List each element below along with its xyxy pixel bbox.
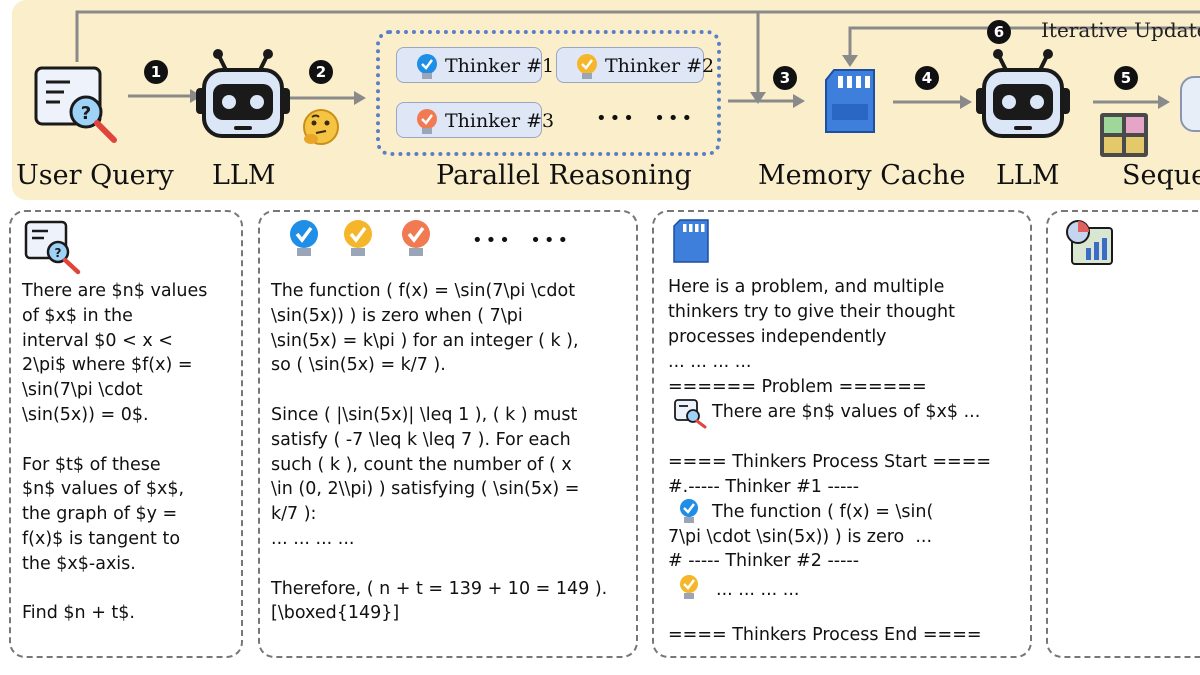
chart-icon (1066, 220, 1113, 265)
query-text-line: f(x)$ is tangent to (22, 529, 181, 549)
query-text-line: the $x$-axis. (22, 553, 136, 574)
query-text-line: \sin(5x)) = 0$. (22, 405, 149, 425)
feedback-loop-arrow (75, 10, 1200, 109)
robot-icon (196, 49, 290, 138)
user-query-label: User Query (16, 160, 174, 191)
reasoning-text-line: \in (0, 2\\pi) ) satisfying ( \sin(5x) = (271, 479, 580, 500)
thinker-1-line-1: The function ( f(x) = \sin( (712, 502, 934, 522)
robot-icon (976, 49, 1070, 138)
thinker-tag-1-label: Thinker #1 (445, 55, 555, 77)
bulb-icon (417, 54, 437, 79)
query-panel (9, 210, 243, 658)
sequential-panel (1046, 210, 1200, 658)
step-4-badge: 4 (915, 66, 939, 90)
bulb-icon (402, 220, 430, 256)
thinker-2-header: # ----- Thinker #2 ----- (668, 551, 860, 571)
more-thinkers-ellipsis: ••• ••• (596, 108, 696, 129)
llm-label-2: LLM (996, 160, 1060, 191)
query-text-line: For $t$ of these (22, 454, 161, 475)
query-icon: ? (34, 66, 117, 143)
reasoning-text-line: [\boxed{149}] (271, 603, 400, 624)
parallel-reasoning-label: Parallel Reasoning (436, 160, 692, 191)
thinker-2-text: ... ... ... ... (716, 580, 800, 600)
step-2-badge: 2 (309, 60, 333, 84)
check-grid-icon (1100, 113, 1148, 157)
query-text-line: \sin(7\pi \cdot (22, 380, 143, 401)
bulb-icon (680, 575, 698, 599)
sequential-label: Sequen (1122, 160, 1200, 191)
bulb-icon (417, 109, 437, 134)
reasoning-text-line: Since ( |\sin(5x)| \leq 1 ), ( k ) must (271, 405, 578, 425)
problem-header: ====== Problem ====== (668, 377, 927, 397)
memory-panel (652, 210, 1032, 658)
memory-cache-label: Memory Cache (758, 160, 966, 191)
query-text-line: There are $n$ values (22, 281, 208, 301)
step-3-badge: 3 (773, 66, 797, 90)
bulb-icon (577, 54, 597, 79)
reasoning-text-line: ... ... ... ... (271, 529, 355, 549)
llm-label-1: LLM (212, 160, 276, 191)
step-6-badge: 6 (987, 20, 1011, 44)
thinker-tag-2-label: Thinker #2 (605, 55, 715, 77)
memory-intro-line: thinkers try to give their thought (668, 302, 955, 322)
reasoning-text-line: Therefore, ( n + t = 139 + 10 = 149 ). (271, 578, 608, 599)
step-5-badge: 5 (1114, 66, 1138, 90)
memory-intro-line: processes independently (668, 327, 887, 347)
iterative-update-label: Iterative Update (1041, 18, 1200, 42)
reasoning-text-line: k/7 ): (271, 504, 317, 525)
thinking-emoji-icon (303, 109, 339, 145)
thinkers-end-header: ==== Thinkers Process End ==== (668, 625, 982, 645)
reasoning-text-line: so ( \sin(5x) = k/7 ). (271, 355, 446, 376)
reasoning-text-line: \sin(5x)) ) is zero when ( 7\pi (271, 305, 523, 326)
sequential-icon-partial (1180, 76, 1200, 132)
svg-text:?: ? (55, 246, 62, 260)
thinker-tag-3: Thinker #3 (396, 102, 554, 138)
thinkers-start-header: ==== Thinkers Process Start ==== (668, 452, 992, 472)
thinker-1-header: #.----- Thinker #1 ----- (668, 477, 860, 497)
reasoning-text-line: The function ( f(x) = \sin(7\pi \cdot (271, 281, 576, 301)
query-text-line: Find $n + t$. (22, 603, 135, 624)
sd-card-icon (673, 219, 709, 263)
svg-text:?: ? (81, 103, 91, 124)
bulb-icon (344, 220, 372, 256)
thinker-tag-3-label: Thinker #3 (445, 110, 555, 132)
reasoning-text-line: satisfy ( -7 \leq k \leq 7 ). For each (271, 429, 571, 450)
query-text-line: $n$ values of $x$, (22, 479, 185, 500)
memory-intro-line: Here is a problem, and multiple (668, 277, 945, 297)
reasoning-panel (258, 210, 638, 658)
thinker-tag-1: Thinker #1 (396, 47, 554, 83)
query-text-line: interval $0 < x < (22, 330, 173, 351)
bulb-icon (290, 220, 318, 256)
problem-text: There are $n$ values of $x$ ... (712, 402, 981, 422)
memory-intro-line: ... ... ... ... (668, 352, 752, 372)
reasoning-text-line: such ( k ), count the number of ( x (271, 454, 572, 475)
query-icon: ? (24, 220, 81, 275)
query-text-line: 2\pi$ where $f(x) = (22, 355, 193, 376)
more-thinkers-ellipsis: ••• ••• (472, 230, 572, 251)
thinker-tag-2: Thinker #2 (556, 47, 714, 83)
query-text-line: the graph of $y = (22, 504, 178, 525)
query-text-line: of $x$ in the (22, 305, 133, 326)
reasoning-text-line: \sin(5x) = k\pi ) for an integer ( k ), (271, 330, 579, 351)
query-icon (674, 399, 707, 429)
thinker-1-line-2: 7\pi \cdot \sin(5x)) ) is zero ... (668, 527, 933, 547)
sd-card-icon (825, 69, 875, 133)
parallel-reasoning-box (376, 30, 721, 156)
step-1-badge: 1 (144, 60, 168, 84)
bulb-icon (680, 499, 698, 523)
